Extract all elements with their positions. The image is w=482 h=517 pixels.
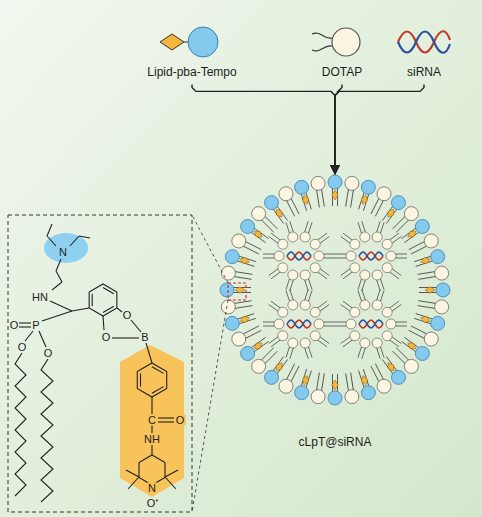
atom-label: P — [31, 320, 40, 331]
atom-label: N — [58, 247, 68, 258]
merge-arrow — [335, 84, 342, 174]
atom-label: O — [9, 320, 20, 331]
atom-label: O — [101, 332, 112, 343]
atom-label: O⁺ — [146, 498, 161, 509]
leader-line — [192, 215, 228, 283]
liposome — [220, 175, 450, 405]
merge-arrow — [192, 84, 335, 174]
lipid-icon — [160, 27, 218, 57]
zoom-marker — [228, 283, 246, 300]
atom-label: N — [147, 483, 157, 494]
node-label: DOTAP — [322, 65, 362, 79]
atom-label: C — [147, 415, 157, 426]
node-label: cLpT@siRNA — [215, 435, 455, 449]
amine-highlight — [44, 233, 88, 263]
component-node: DOTAP — [319, 63, 365, 81]
dotap-icon — [312, 28, 360, 56]
component-node: Lipid-pba-Tempo — [144, 63, 239, 81]
atom-label: NH — [143, 434, 161, 445]
atom-label: O — [43, 348, 54, 359]
atom-label: O — [17, 342, 28, 353]
atom-label: O — [175, 415, 186, 426]
merge-arrow — [335, 84, 424, 174]
chemical-structure — [15, 224, 178, 502]
atom-label: HN — [31, 292, 49, 303]
inset-box — [8, 215, 192, 512]
component-node: siRNA — [404, 63, 444, 81]
atom-label: O — [122, 310, 133, 321]
node-label: Lipid-pba-Tempo — [147, 65, 236, 79]
node-label: siRNA — [407, 65, 441, 79]
atom-label: B — [140, 332, 149, 343]
liposome-node: cLpT@siRNA — [215, 175, 455, 449]
leader-line — [192, 300, 228, 512]
sirna-icon — [398, 31, 450, 53]
